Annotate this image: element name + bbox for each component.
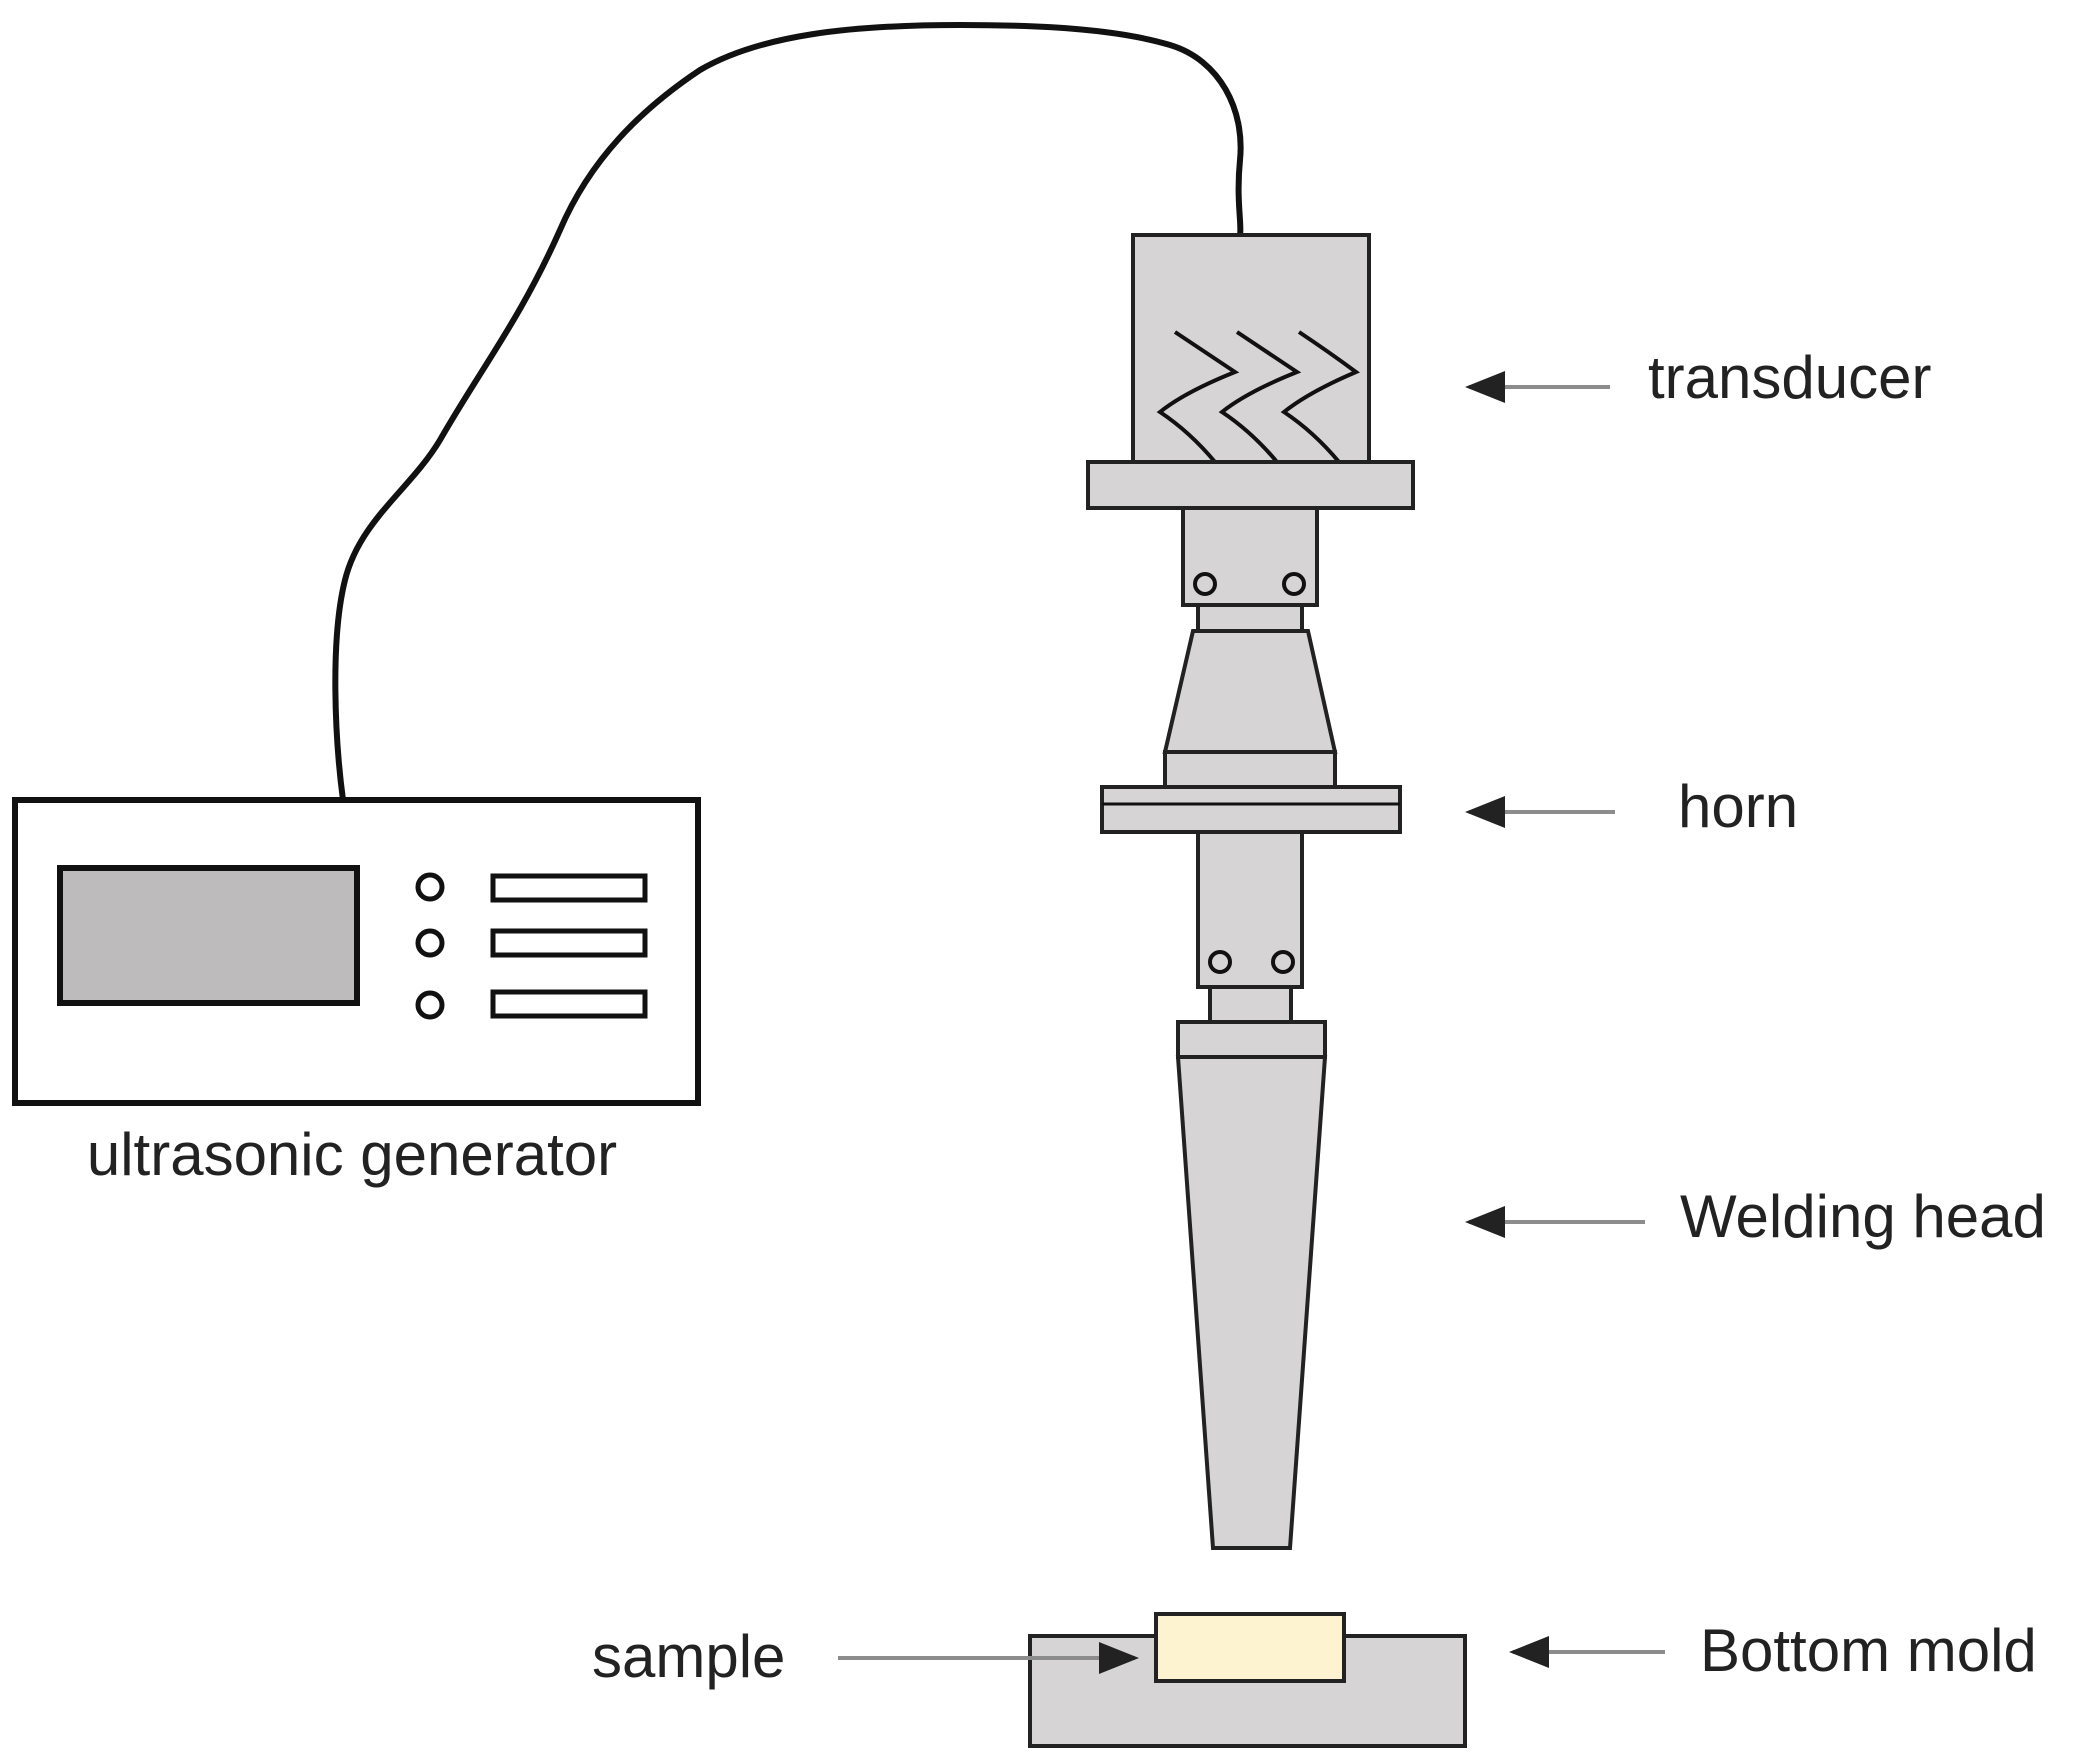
ultrasonic-generator: ultrasonic generator bbox=[12, 797, 701, 1188]
generator-display bbox=[57, 865, 360, 1006]
generator-label: ultrasonic generator bbox=[87, 1121, 617, 1188]
generator-knob-icon bbox=[415, 872, 445, 902]
welding-head bbox=[1175, 985, 1328, 1550]
generator-knob-icon bbox=[415, 928, 445, 958]
bolt-icon bbox=[1193, 572, 1217, 596]
sample-label: sample bbox=[592, 1623, 785, 1690]
transducer-label: transducer bbox=[1648, 344, 1931, 411]
generator-slot bbox=[490, 928, 648, 958]
welding-head-taper bbox=[1175, 1055, 1328, 1550]
transducer bbox=[1086, 233, 1415, 607]
generator-knob-icon bbox=[415, 990, 445, 1020]
horn-base bbox=[1163, 750, 1337, 789]
transducer-body bbox=[1131, 233, 1371, 464]
welding-head-neck bbox=[1208, 985, 1293, 1024]
generator-slot bbox=[490, 989, 648, 1019]
horn-flange bbox=[1100, 785, 1402, 834]
vibration-wave-icon bbox=[1280, 330, 1360, 464]
bottom-mold-assembly bbox=[1028, 1612, 1467, 1748]
bolt-icon bbox=[1282, 572, 1306, 596]
horn-label: horn bbox=[1678, 773, 1798, 840]
bottom-mold-label: Bottom mold bbox=[1700, 1617, 2037, 1684]
vibration-wave-icon bbox=[1218, 330, 1302, 464]
bolt-icon bbox=[1271, 950, 1295, 974]
cable bbox=[332, 21, 1244, 803]
sample bbox=[1154, 1612, 1346, 1683]
bolt-icon bbox=[1208, 950, 1232, 974]
horn-neck bbox=[1196, 603, 1304, 633]
horn bbox=[1100, 603, 1402, 989]
horn-cone bbox=[1162, 629, 1338, 754]
welding-head-label: Welding head bbox=[1680, 1183, 2046, 1250]
vibration-wave-icon bbox=[1156, 330, 1240, 464]
generator-slot bbox=[490, 873, 648, 903]
transducer-flange bbox=[1086, 460, 1415, 510]
welding-head-collar bbox=[1176, 1020, 1327, 1059]
